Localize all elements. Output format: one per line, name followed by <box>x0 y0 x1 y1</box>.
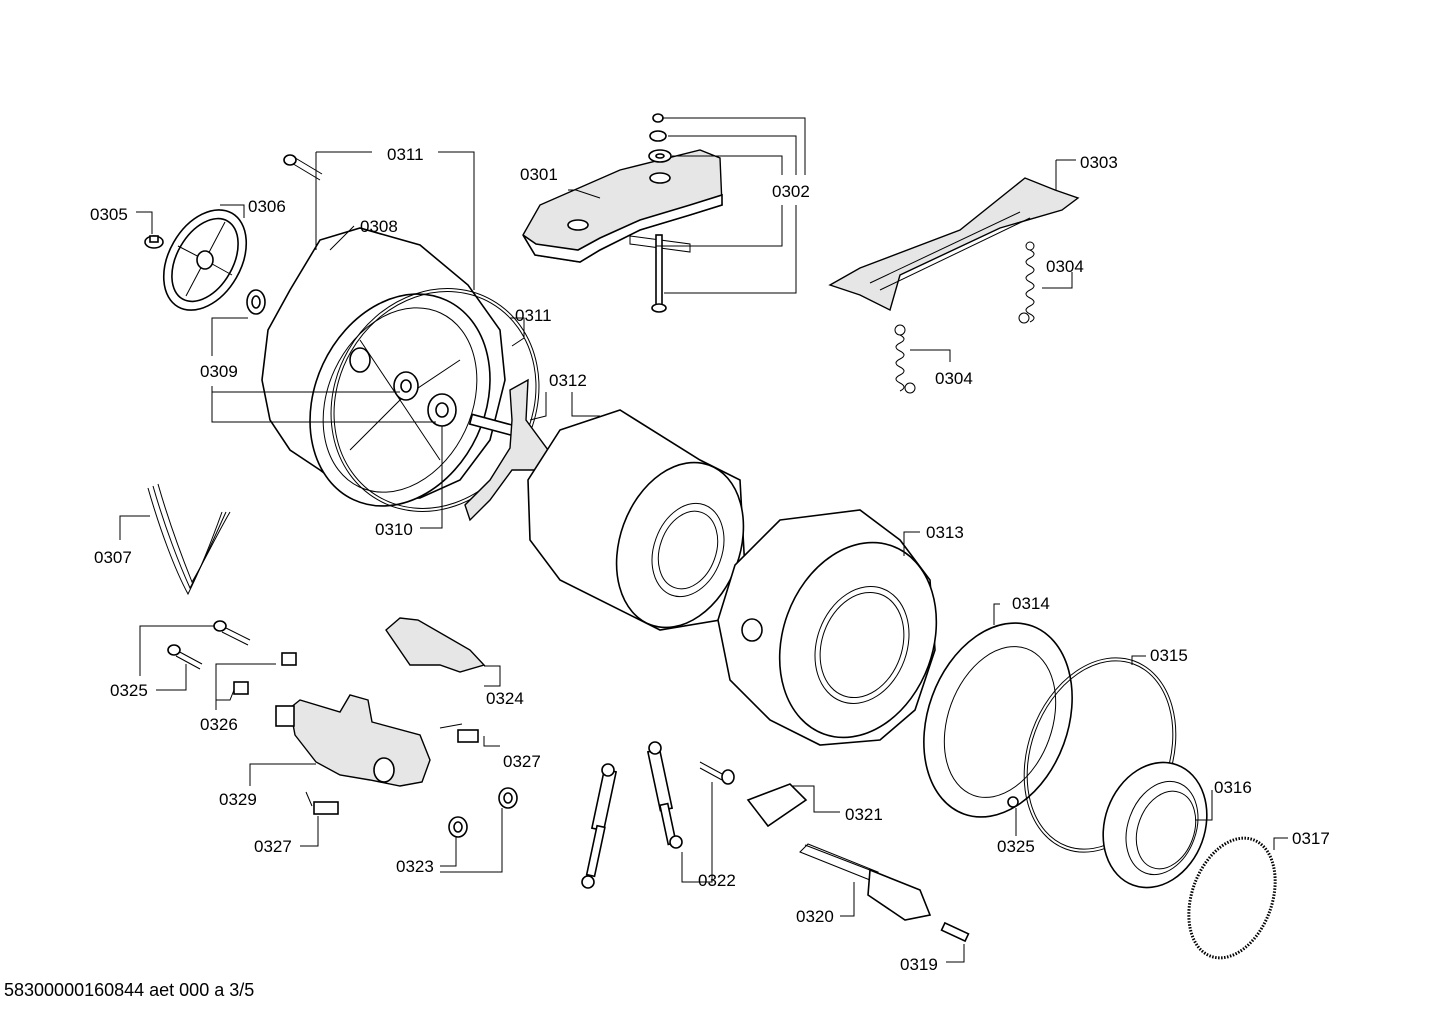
part-0321-clip <box>746 783 808 828</box>
label-0327-right: 0327 <box>503 752 541 771</box>
label-0303: 0303 <box>1080 153 1118 172</box>
part-0319-sensor <box>940 921 970 943</box>
part-drum <box>527 409 746 631</box>
part-0324-plate <box>385 617 486 673</box>
part-0310-seal <box>427 393 457 427</box>
part-0326-plug-b <box>233 681 249 695</box>
label-0311-mid: 0311 <box>515 306 552 325</box>
part-0309-bearing-large <box>393 371 419 401</box>
label-0314: 0314 <box>1012 594 1050 613</box>
part-0302-washers-bolt <box>648 113 672 313</box>
part-shock-absorber-b <box>646 741 683 849</box>
label-0326: 0326 <box>200 715 238 734</box>
label-0329: 0329 <box>219 790 257 809</box>
label-0325-right: 0325 <box>997 837 1035 856</box>
leader-lines <box>119 117 1288 963</box>
part-0323-grommet-b <box>498 787 518 809</box>
label-0317: 0317 <box>1292 829 1330 848</box>
label-0312: 0312 <box>549 371 587 390</box>
part-0326-plug-a <box>281 652 297 666</box>
part-0322-screw <box>699 761 735 785</box>
part-0325-screw-c <box>1007 796 1019 808</box>
label-0327-left: 0327 <box>254 837 292 856</box>
label-0323: 0323 <box>396 857 434 876</box>
label-0309: 0309 <box>200 362 238 381</box>
label-0301: 0301 <box>520 165 558 184</box>
label-0305: 0305 <box>90 205 128 224</box>
part-0320-heater <box>799 843 932 921</box>
label-0304-lower: 0304 <box>935 369 973 388</box>
label-0315: 0315 <box>1150 646 1188 665</box>
part-0316-door-seal <box>1102 761 1208 889</box>
label-0319: 0319 <box>900 955 938 974</box>
label-0316: 0316 <box>1214 778 1252 797</box>
part-0311-screw <box>283 154 323 181</box>
label-0310: 0310 <box>375 520 413 539</box>
part-0312-spider-shaft <box>464 378 549 522</box>
label-0311-top: 0311 <box>387 145 424 164</box>
part-0325-screw-b <box>167 644 203 670</box>
part-shock-absorber-a <box>581 763 618 889</box>
part-0313-front-tub <box>717 509 938 746</box>
part-0329-motor <box>275 694 431 787</box>
part-0306-pulley <box>162 209 248 311</box>
part-number-labels: 0301 0302 0303 0304 0304 0305 0306 0307 … <box>90 145 1330 974</box>
label-0302: 0302 <box>772 182 810 201</box>
label-0304-upper: 0304 <box>1046 257 1084 276</box>
part-0309-bearing-small <box>246 289 266 315</box>
part-0304-spring-a <box>1018 241 1035 324</box>
part-0307-belt <box>147 483 231 596</box>
part-0323-grommet-a <box>448 816 468 838</box>
label-0320: 0320 <box>796 907 834 926</box>
label-0306: 0306 <box>248 197 286 216</box>
label-0313: 0313 <box>926 523 964 542</box>
label-0308: 0308 <box>360 217 398 236</box>
label-0322: 0322 <box>698 871 736 890</box>
part-0327-connector-b <box>305 791 339 815</box>
label-0321: 0321 <box>845 805 883 824</box>
label-0324: 0324 <box>486 689 524 708</box>
label-0325-left: 0325 <box>110 681 148 700</box>
part-0317-spring-ring <box>1187 836 1277 960</box>
part-0325-screw-a <box>213 620 251 646</box>
part-0301-counterweight <box>522 149 723 263</box>
label-0307: 0307 <box>94 548 132 567</box>
part-0308-rear-tub <box>261 227 506 507</box>
part-0304-spring-b <box>894 324 916 394</box>
part-0327-connector-a <box>439 723 479 743</box>
document-reference-footer: 58300000160844 aet 000 a 3/5 <box>4 980 255 1000</box>
part-0305-bolt <box>144 235 164 249</box>
part-0314-front-ring <box>923 622 1073 818</box>
part-0303-bracket <box>828 177 1080 312</box>
